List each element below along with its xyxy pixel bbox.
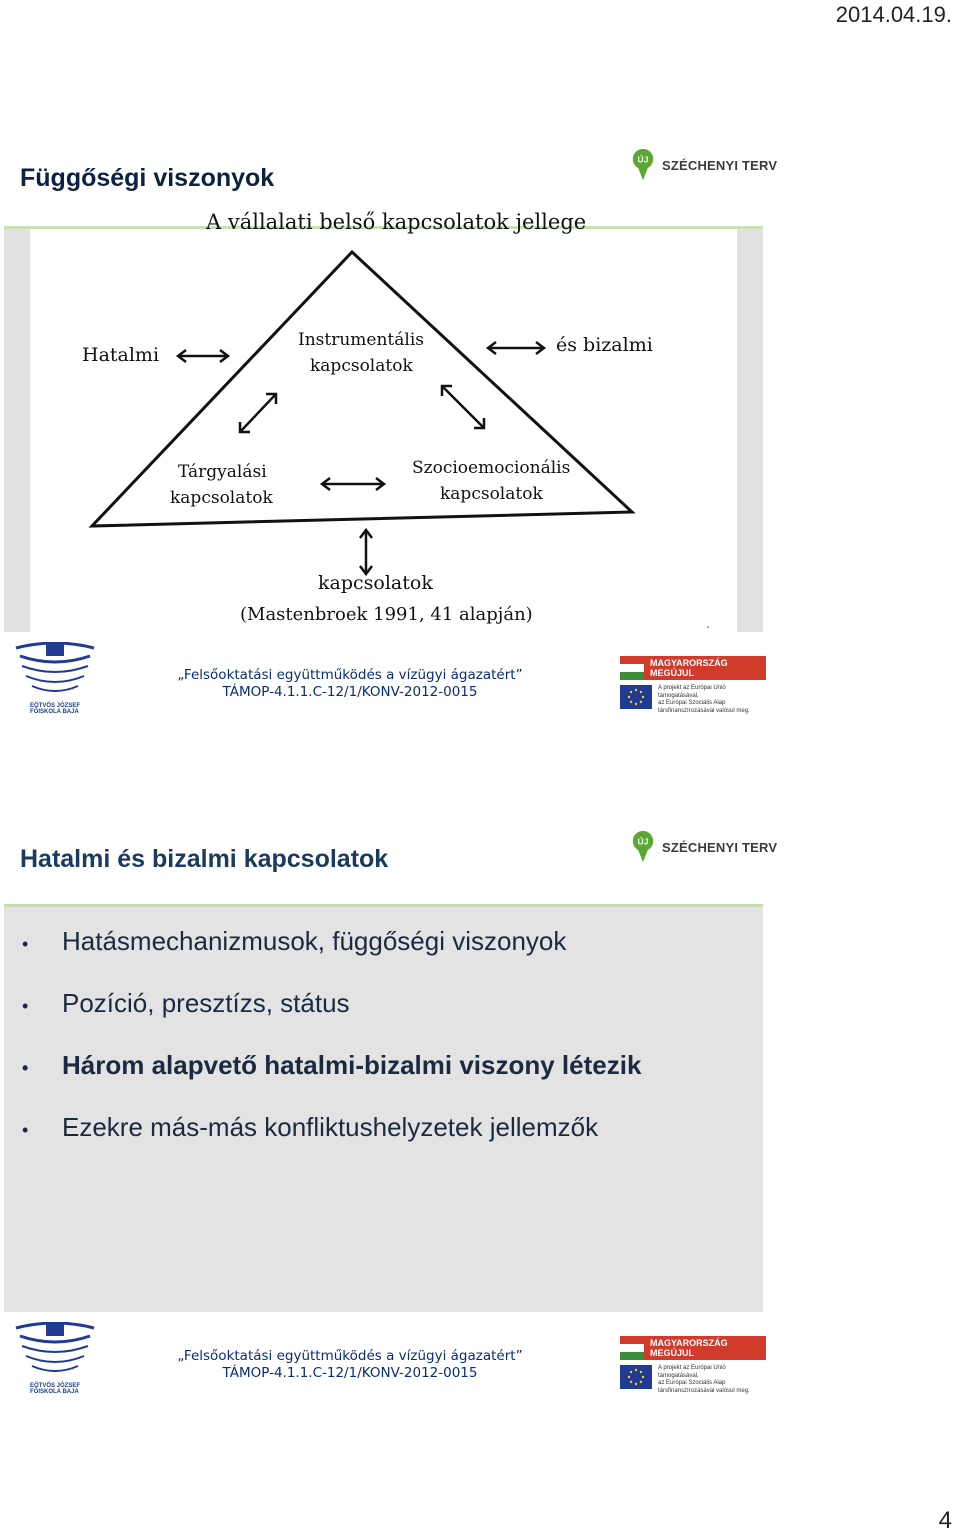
panel-top-line bbox=[4, 226, 763, 229]
ejf-text-2: FŐISKOLA BAJA bbox=[30, 709, 79, 715]
mm-banner-text: MAGYARORSZÁG MEGÚJUL bbox=[644, 1336, 766, 1360]
footer-line2: TÁMOP-4.1.1.C-12/1/KONV-2012-0015 bbox=[222, 1365, 478, 1381]
label-bottom-kapcsolatok: kapcsolatok bbox=[318, 572, 433, 594]
footer-line2: TÁMOP-4.1.1.C-12/1/KONV-2012-0015 bbox=[222, 684, 478, 700]
location-pin-icon: ÚJ bbox=[632, 830, 654, 863]
location-pin-icon: ÚJ bbox=[632, 148, 654, 181]
ejf-text-1: EÖTVÖS JÓZSEF bbox=[30, 703, 81, 709]
svg-text:.: . bbox=[706, 617, 710, 631]
bullet-item: • Ezekre más-más konfliktushelyzetek jel… bbox=[22, 1112, 598, 1143]
szechenyi-logo: ÚJ SZÉCHENYI TERV bbox=[630, 148, 777, 182]
slide2-title: Hatalmi és bizalmi kapcsolatok bbox=[20, 845, 389, 873]
hungarian-flag-icon bbox=[620, 1336, 644, 1360]
eu-text-1: A projekt az Európai Unió támogatásával, bbox=[658, 1365, 726, 1379]
panel-top-line bbox=[4, 904, 763, 907]
panel-left-strip bbox=[4, 226, 30, 632]
bullet-item: • Hatásmechanizmusok, függőségi viszonyo… bbox=[22, 926, 566, 957]
magyarorszag-megujul-logo: MAGYARORSZÁG MEGÚJUL A projekt az Európa… bbox=[620, 656, 766, 715]
eu-text-3: társfinanszírozásával valósul meg. bbox=[658, 707, 750, 714]
footer-line1: „Felsőoktatási együttműködés a vízügyi á… bbox=[177, 667, 523, 683]
bullet-marker: • bbox=[22, 1120, 29, 1140]
ejf-emblem-icon bbox=[12, 1321, 98, 1390]
bullet-text: Három alapvető hatalmi-bizalmi viszony l… bbox=[62, 1050, 642, 1080]
double-arrow-icon bbox=[319, 477, 387, 491]
diagram-panel bbox=[4, 226, 763, 632]
label-instrumentalis-2: kapcsolatok bbox=[310, 356, 413, 376]
relationship-diagram: . bbox=[88, 249, 710, 631]
bullet-text: Pozíció, presztízs, státus bbox=[62, 988, 350, 1018]
double-arrow-icon bbox=[175, 349, 231, 363]
diagonal-arrow-icon bbox=[238, 392, 278, 434]
szechenyi-small: ÚJ bbox=[638, 835, 649, 846]
panel-right-strip bbox=[737, 226, 763, 632]
eu-text-1: A projekt az Európai Unió támogatásával, bbox=[658, 685, 726, 699]
page-number: 4 bbox=[938, 1507, 952, 1534]
szechenyi-text: SZÉCHENYI TERV bbox=[662, 839, 778, 855]
label-instrumentalis: Instrumentális bbox=[298, 330, 424, 350]
double-arrow-icon bbox=[485, 341, 547, 355]
diagram-triangle bbox=[88, 249, 636, 528]
ejf-logo: EÖTVÖS JÓZSEF FŐISKOLA BAJA bbox=[12, 1321, 98, 1395]
szechenyi-text: SZÉCHENYI TERV bbox=[662, 157, 778, 173]
bullet-text: Ezekre más-más konfliktushelyzetek jelle… bbox=[62, 1112, 599, 1142]
content-panel bbox=[4, 906, 763, 1312]
label-szocioemocionalis: Szocioemocionális bbox=[412, 458, 571, 478]
diagram-source: (Mastenbroek 1991, 41 alapján) bbox=[240, 604, 533, 625]
ejf-text-1: EÖTVÖS JÓZSEF bbox=[30, 1383, 81, 1389]
eu-text-2: az Európai Szociális Alap bbox=[658, 700, 726, 706]
eu-flag-icon bbox=[620, 685, 652, 709]
label-hatalmi: Hatalmi bbox=[82, 344, 160, 366]
ejf-emblem-icon bbox=[12, 641, 98, 710]
bullet-item: • Pozíció, presztízs, státus bbox=[22, 988, 350, 1019]
bullet-marker: • bbox=[22, 934, 29, 954]
slide1-footer: „Felsőoktatási együttműködés a vízügyi á… bbox=[150, 667, 550, 701]
footer-line1: „Felsőoktatási együttműködés a vízügyi á… bbox=[177, 1348, 523, 1364]
page-date: 2014.04.19. bbox=[835, 2, 952, 27]
bullet-item: • Három alapvető hatalmi-bizalmi viszony… bbox=[22, 1050, 641, 1081]
eu-text-2: az Európai Szociális Alap bbox=[658, 1380, 726, 1386]
hungarian-flag-icon bbox=[620, 656, 644, 680]
bullet-text: Hatásmechanizmusok, függőségi viszonyok bbox=[62, 926, 567, 956]
vertical-arrow-icon bbox=[359, 527, 373, 577]
szechenyi-small: ÚJ bbox=[638, 153, 649, 164]
slide1-title: Függőségi viszonyok bbox=[20, 164, 275, 192]
eu-text-3: társfinanszírozásával valósul meg. bbox=[658, 1387, 750, 1394]
label-targyalasi: Tárgyalási bbox=[178, 462, 267, 482]
label-szocioemocionalis-2: kapcsolatok bbox=[440, 484, 543, 504]
bullet-marker: • bbox=[22, 1058, 29, 1078]
ejf-logo: EÖTVÖS JÓZSEF FŐISKOLA BAJA bbox=[12, 641, 98, 715]
label-targyalasi-2: kapcsolatok bbox=[170, 488, 273, 508]
ejf-text-2: FŐISKOLA BAJA bbox=[30, 1389, 79, 1395]
slide2-footer: „Felsőoktatási együttműködés a vízügyi á… bbox=[150, 1348, 550, 1382]
diagonal-arrow-icon bbox=[440, 384, 486, 430]
magyarorszag-megujul-logo: MAGYARORSZÁG MEGÚJUL A projekt az Európa… bbox=[620, 1336, 766, 1395]
label-es-bizalmi: és bizalmi bbox=[556, 334, 653, 356]
diagram-heading: A vállalati belső kapcsolatok jellege bbox=[206, 210, 587, 234]
szechenyi-logo: ÚJ SZÉCHENYI TERV bbox=[630, 830, 777, 864]
bullet-marker: • bbox=[22, 996, 29, 1016]
eu-flag-icon bbox=[620, 1365, 652, 1389]
mm-banner-text: MAGYARORSZÁG MEGÚJUL bbox=[644, 656, 766, 680]
